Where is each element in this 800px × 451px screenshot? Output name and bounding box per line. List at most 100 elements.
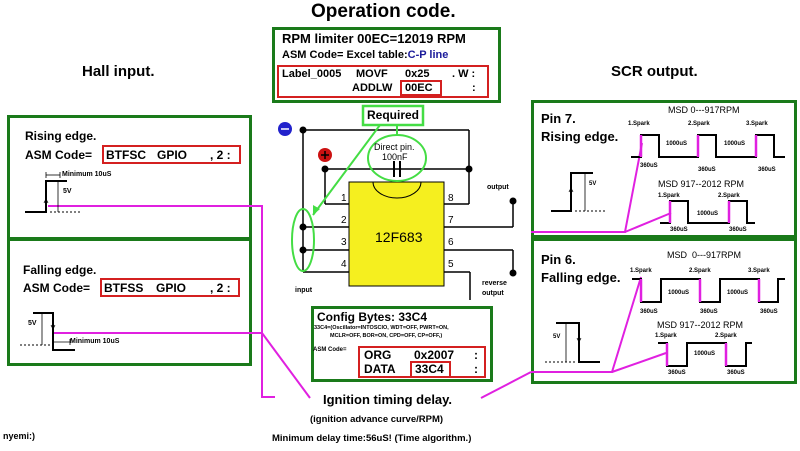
- scr-pin7-pulse-low-1: 360uS: [640, 163, 658, 169]
- scr-pin6-msd-high: MSD 917--2012 RPM: [657, 320, 744, 330]
- scr-pin7-edge: Rising edge.: [541, 129, 619, 144]
- asm-code-box: [277, 65, 489, 98]
- scr-pin7-spark-high-2: 2.Spark: [718, 193, 740, 199]
- pin-5-label: 5: [448, 259, 454, 270]
- hall-falling-asm-op: BTFSS: [104, 281, 144, 295]
- scr-pin7-pulse-low-2: 360uS: [698, 167, 716, 173]
- hall-falling-voltage: 5V: [28, 320, 37, 327]
- rpm-limiter-text: RPM limiter 00EC=12019 RPM: [282, 31, 466, 46]
- pin-1-label: 1: [341, 193, 347, 204]
- scr-pin6-gap-low-1: 1000uS: [668, 290, 690, 296]
- scr-pin6-box: [531, 238, 797, 384]
- required-box: [361, 104, 425, 127]
- scr-pin6-high-waveform: [658, 342, 752, 367]
- hall-input-heading: Hall input.: [82, 63, 155, 80]
- hall-rising-asm-bit: , 2 :: [210, 148, 231, 162]
- connection-lines: [48, 142, 672, 399]
- circuit-wires: [302, 129, 514, 300]
- config-asm-label: ASM Code=: [313, 347, 347, 353]
- scr-pin6-voltage: 5V: [553, 334, 561, 340]
- scr-pin6-high-spark-edges: [665, 343, 728, 366]
- operation-code-heading: Operation code.: [311, 1, 456, 22]
- scr-pin7-label: Pin 7.: [541, 111, 576, 126]
- chip-name: 12F683: [375, 229, 423, 245]
- scr-pin6-pulse-low-2: 360uS: [700, 309, 718, 315]
- scr-pin6-label: Pin 6.: [541, 252, 576, 267]
- scr-pin7-spark-low-3: 3.Spark: [746, 121, 768, 127]
- scr-pin7-pulse-low-3: 360uS: [758, 167, 776, 173]
- code-line2-suffix: :: [472, 82, 476, 94]
- scr-pin6-spark-low-1: 1.Spark: [630, 268, 652, 274]
- hall-rising-title: Rising edge.: [25, 129, 97, 143]
- code-line1-label: Label_0005: [282, 68, 342, 80]
- scr-pin7-pulse-high-2: 360uS: [729, 227, 747, 233]
- scr-pin7-gap-low-1: 1000uS: [666, 141, 688, 147]
- scr-pin7-spark-low-2: 2.Spark: [688, 121, 710, 127]
- junction-dots: [299, 126, 517, 277]
- config-org-arg: 0x2007: [414, 348, 455, 362]
- scr-pin7-spark-high-1: 1.Spark: [658, 193, 680, 199]
- reverse-output-label-line1: reverse: [482, 280, 507, 287]
- required-arrow: [312, 124, 381, 216]
- code-line2-op: ADDLW: [352, 82, 393, 94]
- author-signature: nyemi:): [3, 431, 36, 441]
- scr-output-heading: SCR output.: [611, 63, 698, 80]
- scr-pin7-gap-high: 1000uS: [697, 211, 719, 217]
- config-desc-line2: MCLR=OFF, BOR=ON, CPD=OFF, CP=OFF,): [330, 333, 443, 339]
- config-data-arg-box: [410, 361, 451, 378]
- scr-pin6-gap-low-2: 1000uS: [727, 290, 749, 296]
- hall-falling-title: Falling edge.: [23, 263, 97, 277]
- pin-7-label: 7: [448, 215, 454, 226]
- scr-pin7-pulse-high-1: 360uS: [670, 227, 688, 233]
- ignition-timing-title: Ignition timing delay.: [323, 392, 453, 407]
- hall-rising-asm-reg: GPIO: [157, 148, 188, 162]
- scr-pin7-step: [551, 172, 606, 212]
- pin-6-label: 6: [448, 237, 454, 248]
- code-line1-op: MOVF: [356, 68, 388, 80]
- scr-pin7-msd-low: MSD 0---917RPM: [668, 105, 740, 115]
- reverse-output-label-line2: output: [482, 290, 504, 297]
- hall-rising-box: [7, 115, 252, 240]
- hall-rising-waveform: [25, 172, 80, 213]
- addlw-arg-box: [400, 80, 442, 96]
- scr-pin6-spark-high-1: 1.Spark: [655, 333, 677, 339]
- scr-pin6-low-waveform: [632, 278, 785, 303]
- scr-pin7-spark-low-1: 1.Spark: [628, 121, 650, 127]
- cp-line-link[interactable]: C-P line: [407, 49, 449, 61]
- config-org-suffix: :: [474, 348, 478, 362]
- code-line1-arg: 0x25: [405, 68, 430, 80]
- pin-2-label: 2: [341, 215, 347, 226]
- capacitor-icon: [393, 161, 401, 177]
- minimum-delay-note: Minimum delay time:56uS! (Time algorithm…: [272, 433, 472, 444]
- hall-rising-min-label: Minimum 10uS: [62, 171, 112, 178]
- hall-falling-box: [7, 238, 252, 366]
- code-line1-suffix: . W :: [452, 68, 476, 80]
- hall-rising-asm-label: ASM Code=: [25, 148, 93, 162]
- capacitor-label-line2: 100nF: [382, 152, 408, 162]
- hall-rising-asm-op: BTFSC: [106, 148, 146, 162]
- output-label: output: [487, 184, 509, 191]
- input-pins-highlight: [291, 208, 315, 272]
- scr-pin7-low-waveform: [631, 134, 785, 158]
- scr-pin6-msd-low: MSD 0---917RPM: [667, 250, 742, 260]
- scr-pin6-step: [545, 322, 600, 363]
- config-data-op: DATA: [364, 362, 396, 376]
- hall-rising-voltage: 5V: [63, 188, 72, 195]
- scr-pin6-edge: Falling edge.: [541, 270, 621, 285]
- config-title: Config Bytes: 33C4: [317, 310, 428, 324]
- ignition-timing-subtitle: (ignition advance curve/RPM): [310, 414, 444, 425]
- scr-pin6-gap-high: 1000uS: [694, 351, 716, 357]
- hall-falling-asm-reg: GPIO: [156, 281, 187, 295]
- scr-pin6-spark-high-2: 2.Spark: [715, 333, 737, 339]
- asm-excel-prefix: ASM Code= Excel table:: [282, 49, 408, 61]
- code-line2-arg: 00EC: [405, 82, 433, 94]
- scr-pin6-spark-low-3: 3.Spark: [748, 268, 770, 274]
- chip-notch: [372, 181, 422, 199]
- required-label: Required: [367, 108, 420, 122]
- scr-pin7-voltage: 5V: [589, 181, 597, 187]
- hall-falling-asm-box: [100, 278, 240, 297]
- scr-pin6-pulse-high-1: 360uS: [668, 370, 686, 376]
- pin-3-label: 3: [341, 237, 347, 248]
- scr-pin6-spark-low-2: 2.Spark: [689, 268, 711, 274]
